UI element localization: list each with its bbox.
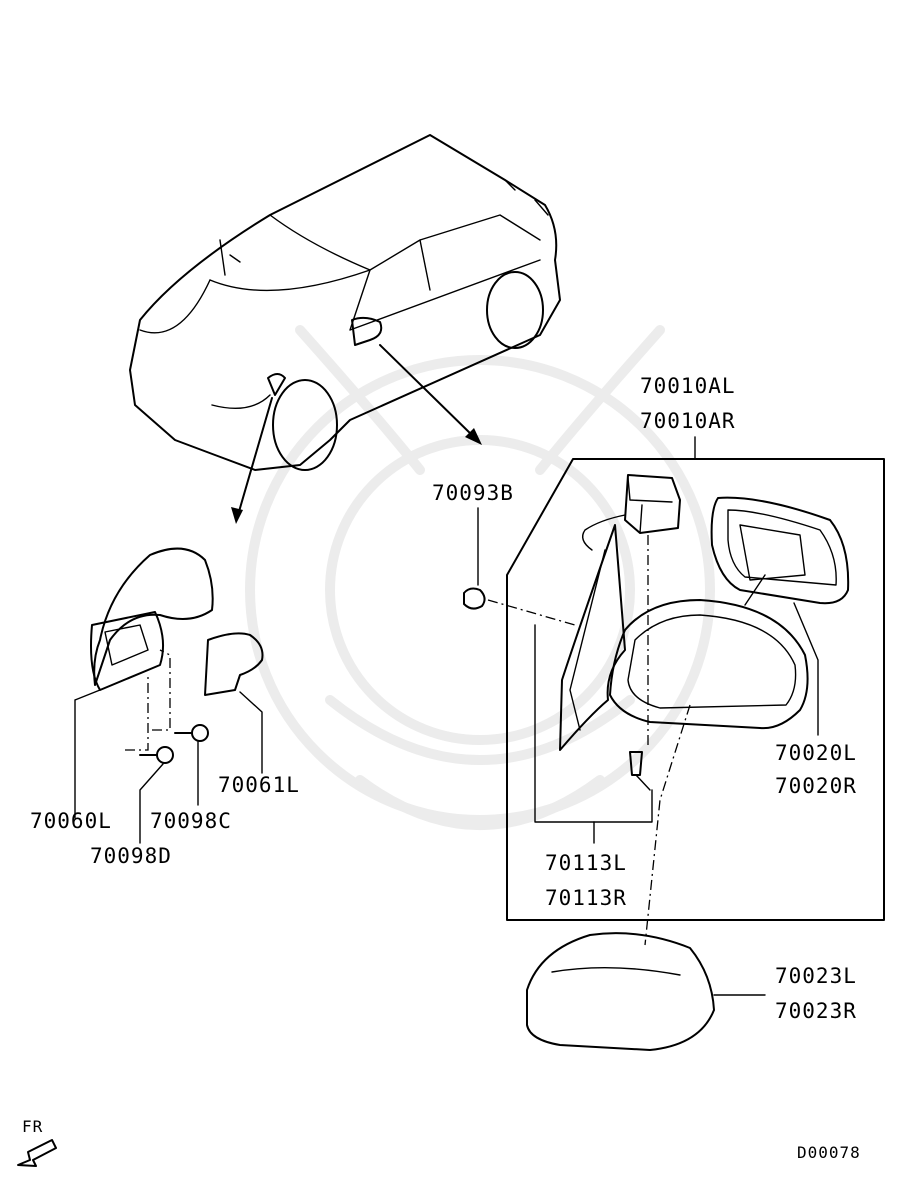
- mirror-cover-part: [526, 932, 766, 1051]
- label-mirror-assembly-left: 70010AL: [640, 374, 736, 398]
- front-direction-marker: FR: [17, 1117, 57, 1167]
- label-mirror-assembly-right: 70010AR: [640, 409, 736, 433]
- label-screw-right: 70113R: [545, 886, 627, 910]
- label-bolt-d: 70098D: [90, 844, 172, 868]
- direction-label: FR: [22, 1117, 43, 1136]
- label-side-mirror-left: 70060L: [30, 809, 112, 833]
- label-grommet: 70093B: [432, 481, 514, 505]
- callout-arrows: [231, 344, 482, 524]
- car-illustration: [129, 134, 561, 471]
- label-screw-left: 70113L: [545, 851, 627, 875]
- grommet-part: [463, 507, 576, 626]
- label-mirror-glass-left: 70020L: [775, 741, 857, 765]
- label-mirror-cover-right: 70023R: [775, 999, 857, 1023]
- label-mirror-base-cover-left: 70061L: [218, 773, 300, 797]
- label-bolt-c: 70098C: [150, 809, 232, 833]
- part-labels: 70010AL 70010AR 70093B 70020L 70020R 701…: [30, 374, 861, 1162]
- label-mirror-glass-right: 70020R: [775, 774, 857, 798]
- watermark-emblem: [245, 325, 715, 830]
- left-mirror-parts: [74, 547, 264, 844]
- diagram-code: D00078: [797, 1143, 861, 1162]
- label-mirror-cover-left: 70023L: [775, 964, 857, 988]
- mirror-assembly-box: [506, 436, 885, 946]
